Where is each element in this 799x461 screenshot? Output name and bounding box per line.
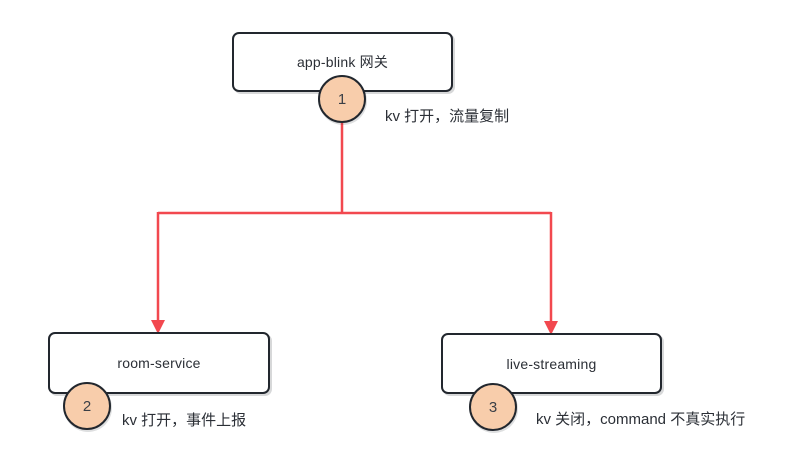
node-room-service-label: room-service [117, 355, 201, 371]
step-badge-1: 1 [318, 75, 366, 123]
step-badge-3-number: 3 [488, 398, 498, 416]
step-badge-1-number: 1 [337, 90, 347, 108]
step-note-1: kv 打开，流量复制 [385, 108, 510, 125]
node-live-streaming-label: live-streaming [506, 355, 597, 372]
step-badge-2-number: 2 [82, 397, 92, 415]
node-gateway-label: app-blink 网关 [296, 54, 389, 70]
step-badge-2: 2 [63, 382, 111, 430]
step-badge-3: 3 [469, 383, 517, 431]
node-live-streaming: live-streaming [441, 333, 662, 394]
step-note-3: kv 关闭，command 不真实执行 [536, 411, 746, 428]
step-note-2: kv 打开，事件上报 [122, 412, 247, 429]
